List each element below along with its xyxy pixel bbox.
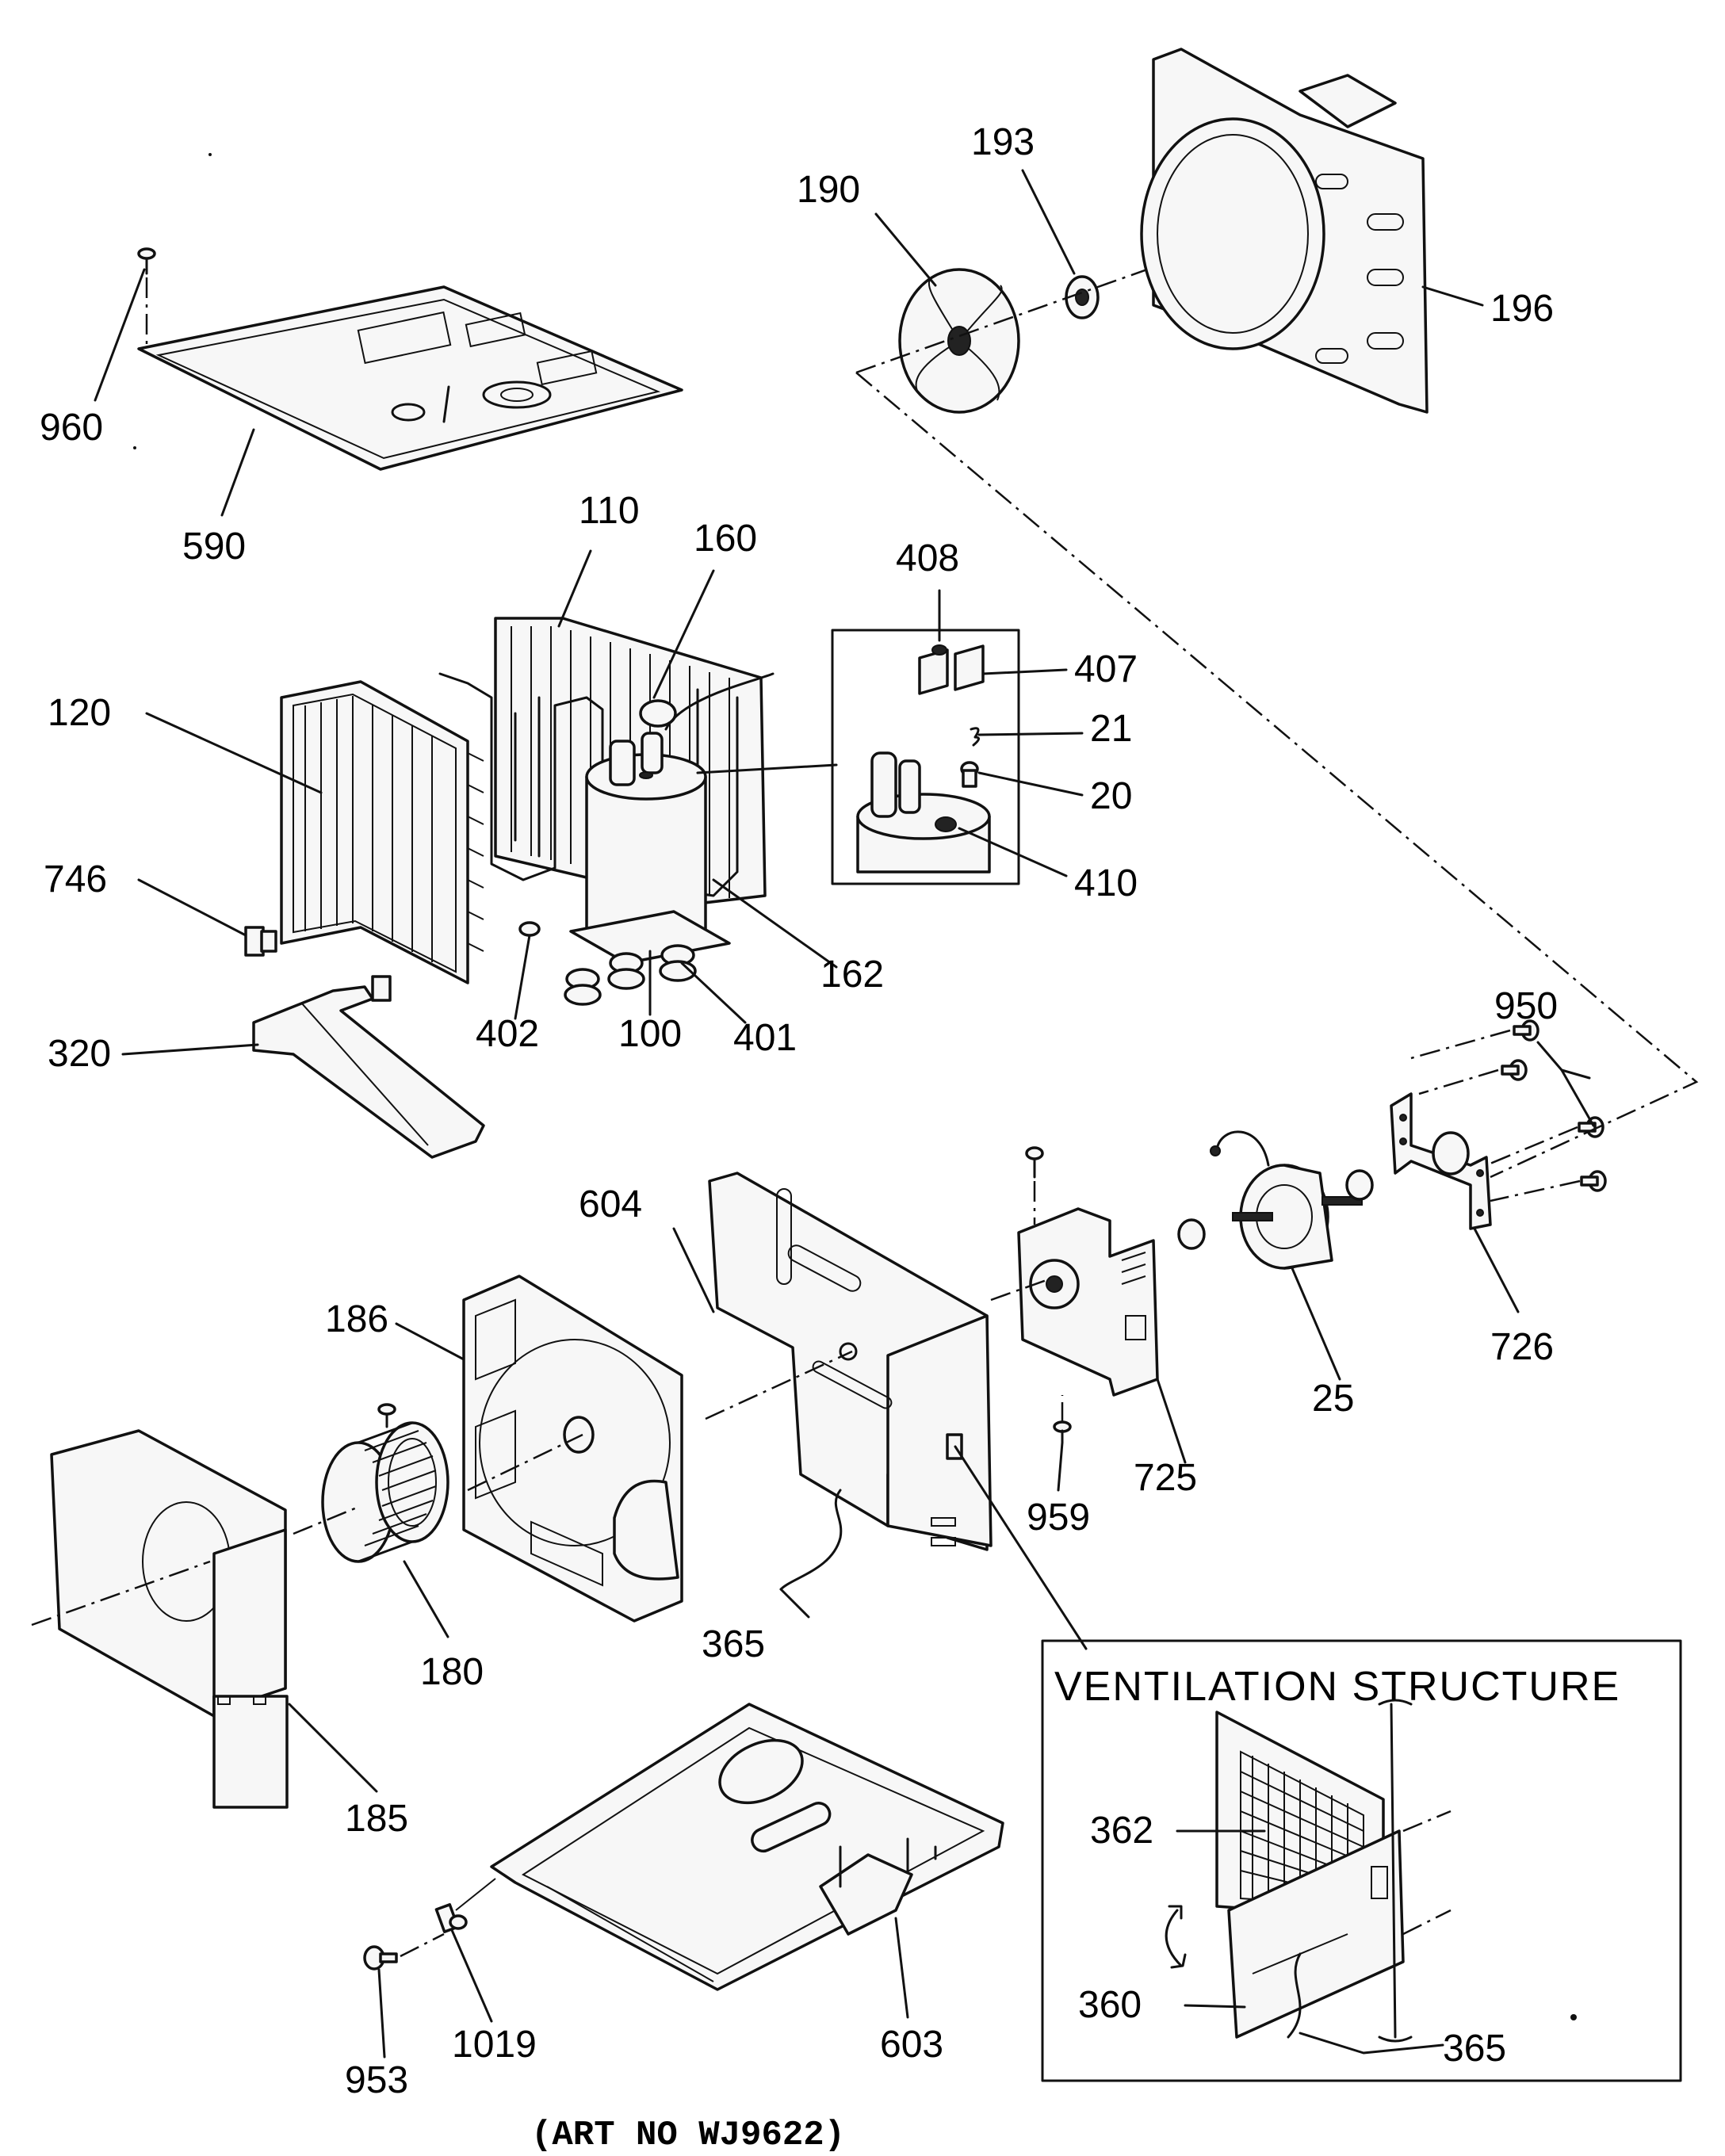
fan-blade-part [898,268,1020,414]
top-cover-part [137,285,683,471]
label-365-inset: 365 [1443,2028,1506,2070]
art-number: (ART NO WJ9622) [531,2116,845,2155]
label-196: 196 [1490,288,1554,330]
label-1019: 1019 [452,2024,537,2066]
label-162: 162 [820,954,884,996]
label-360: 360 [1078,1984,1142,2026]
drain-pan-320 [252,975,485,1159]
terminal-detail-box [831,629,1020,885]
motor-mount-725 [1017,1146,1159,1444]
compressor-grommets [518,921,697,1006]
cord-365 [779,1489,843,1591]
rotate-arrow-icon [1165,1909,1183,1967]
part-labels: 960 590 190 193 196 110 160 408 407 21 2… [40,121,1558,2101]
label-410: 410 [1074,862,1138,904]
label-21: 21 [1090,708,1132,750]
label-190: 190 [797,169,860,211]
fan-motor-25 [1177,1130,1374,1270]
inset-title: VENTILATION STRUCTURE [1054,1664,1620,1710]
base-pan-603 [490,1703,1004,1991]
label-362: 362 [1090,1810,1153,1852]
label-185: 185 [345,1798,408,1840]
leader-lines [94,169,1595,2059]
label-725: 725 [1134,1457,1197,1499]
clip-1019 [434,1903,468,1933]
compressor-part [569,672,775,965]
motor-bracket-726 [1390,1092,1492,1230]
ventilation-inset [1041,1639,1682,2082]
evaporator-coil-part [280,680,484,984]
label-401: 401 [733,1017,797,1059]
shroud-part [1140,48,1429,414]
label-960: 960 [40,407,103,449]
blower-wheel-180 [321,1403,449,1563]
clip-746 [244,926,277,957]
screw-953 [363,1932,445,1971]
label-186: 186 [325,1298,388,1340]
label-953: 953 [345,2059,408,2101]
label-604: 604 [579,1183,642,1225]
label-180: 180 [420,1651,484,1693]
label-25: 25 [1312,1378,1354,1420]
label-959: 959 [1027,1497,1090,1539]
front-panel-185 [50,1429,289,1809]
label-110: 110 [579,490,640,532]
label-950: 950 [1494,985,1558,1027]
label-746: 746 [44,858,107,900]
label-20: 20 [1090,775,1132,817]
label-365: 365 [702,1623,765,1665]
partition-604 [708,1172,993,1551]
label-590: 590 [182,526,246,568]
blower-housing-186 [462,1275,683,1623]
label-120: 120 [48,692,111,734]
screw-960 [137,247,156,349]
label-100: 100 [618,1013,682,1055]
screws-950 [1410,1019,1607,1202]
label-320: 320 [48,1033,111,1075]
ventilation-inset-frame [1041,1639,1682,2082]
label-726: 726 [1490,1326,1554,1368]
label-402: 402 [476,1013,539,1055]
label-408: 408 [896,537,959,579]
label-160: 160 [694,518,757,560]
label-407: 407 [1074,648,1138,690]
label-193: 193 [971,121,1035,163]
label-603: 603 [880,2024,943,2066]
